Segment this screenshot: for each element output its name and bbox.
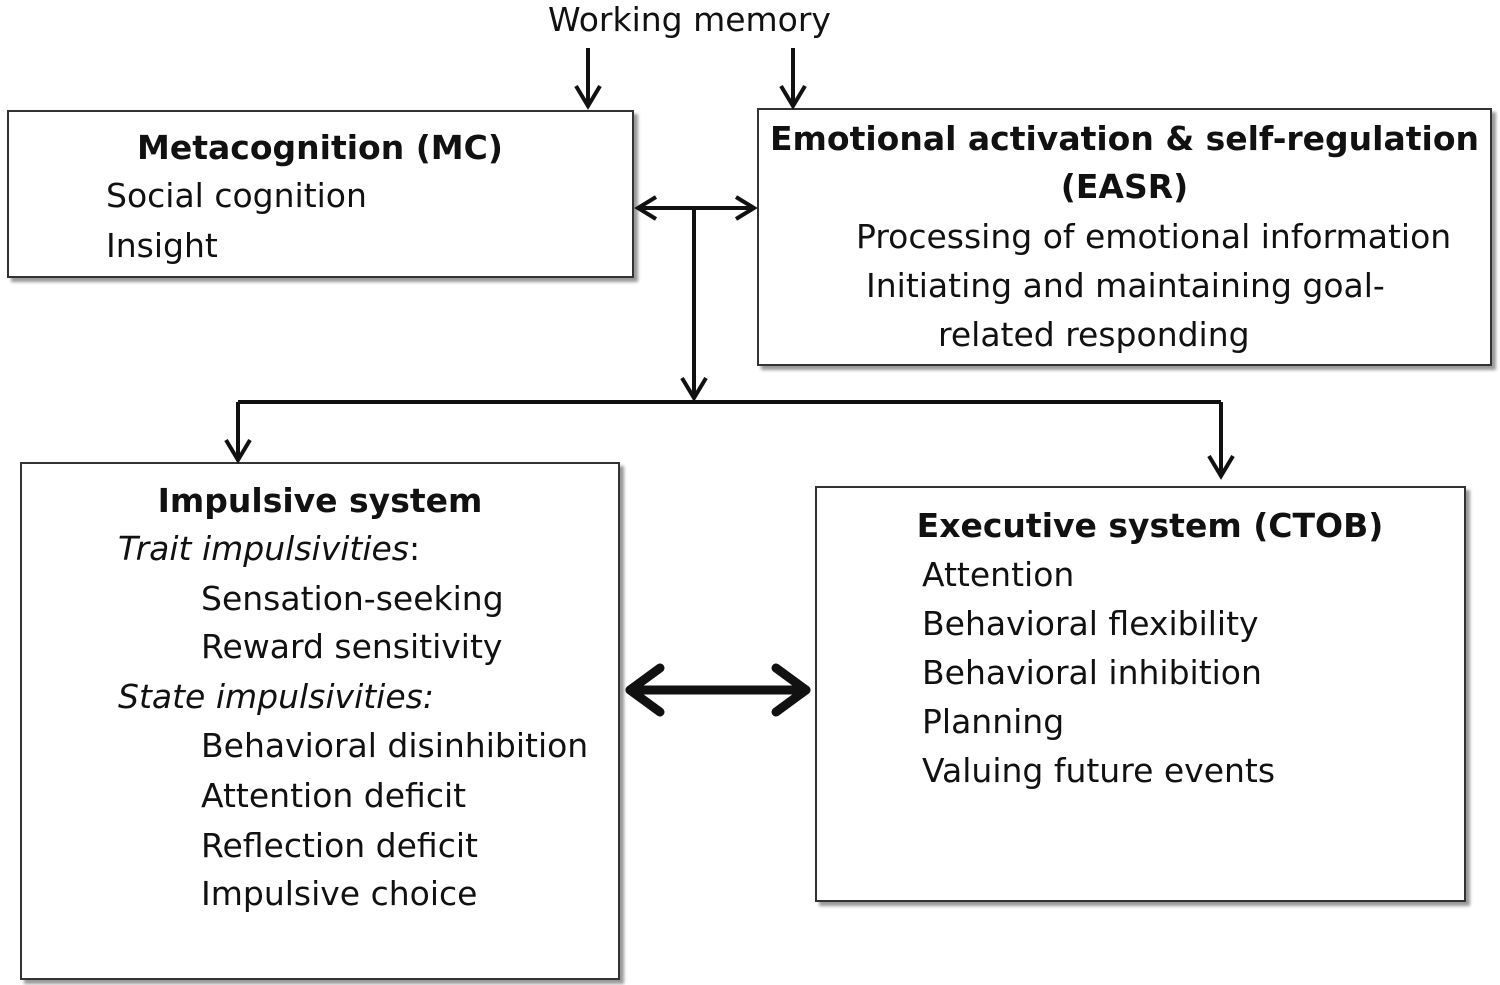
impulsive-executive-arrowhead-right — [771, 663, 811, 717]
easr-item-processing: Processing of emotional information — [856, 217, 1452, 256]
easr-box — [757, 108, 1492, 366]
wm-to-mc-arrowhead — [574, 84, 602, 110]
working-memory-label: Working memory — [548, 0, 831, 39]
mc-easr-arrowhead-right — [734, 195, 758, 221]
state-item-attention-deficit: Attention deficit — [201, 776, 467, 815]
mc-item-social-cognition: Social cognition — [106, 176, 367, 215]
impulsive-system-box — [20, 462, 620, 980]
state-impulsivities-label: State impulsivities: — [118, 677, 434, 716]
trait-impulsivities-label: Trait impulsivities — [118, 529, 409, 568]
wm-to-easr-arrowhead — [779, 84, 807, 110]
executive-system-box — [815, 486, 1466, 902]
easr-title-line1: Emotional activation & self-regulation — [769, 119, 1480, 158]
trait-item-sensation-seeking: Sensation-seeking — [201, 579, 504, 618]
impulsive-system-title: Impulsive system — [157, 481, 483, 520]
easr-item-related: related responding — [938, 315, 1250, 354]
exec-item-behavioral-flexibility: Behavioral flexibility — [922, 604, 1259, 643]
metacognition-title: Metacognition (MC) — [137, 128, 503, 167]
bus-to-impulsive-arrowhead — [224, 438, 252, 464]
trait-item-reward-sensitivity: Reward sensitivity — [201, 627, 503, 666]
trait-impulsivities-heading: Trait impulsivities: — [118, 532, 420, 565]
easr-item-initiating: Initiating and maintaining goal- — [866, 266, 1385, 305]
bus-to-executive-arrowhead — [1207, 454, 1235, 480]
metacognition-box — [7, 110, 634, 278]
mc-item-insight: Insight — [106, 226, 218, 265]
easr-title-line2: (EASR) — [1060, 167, 1189, 206]
state-item-behavioral-disinhibition: Behavioral disinhibition — [201, 726, 589, 765]
exec-item-attention: Attention — [922, 555, 1075, 594]
exec-item-planning: Planning — [922, 702, 1065, 741]
exec-item-valuing-future-events: Valuing future events — [922, 751, 1276, 790]
mc-easr-arrowhead-left — [634, 195, 658, 221]
impulsive-executive-arrowhead-left — [625, 663, 665, 717]
trait-impulsivities-colon: : — [409, 529, 421, 568]
state-item-reflection-deficit: Reflection deficit — [201, 826, 478, 865]
executive-system-title: Executive system (CTOB) — [916, 506, 1384, 545]
exec-item-behavioral-inhibition: Behavioral inhibition — [922, 653, 1262, 692]
stem-down-arrowhead — [680, 376, 708, 402]
state-item-impulsive-choice: Impulsive choice — [201, 874, 478, 913]
